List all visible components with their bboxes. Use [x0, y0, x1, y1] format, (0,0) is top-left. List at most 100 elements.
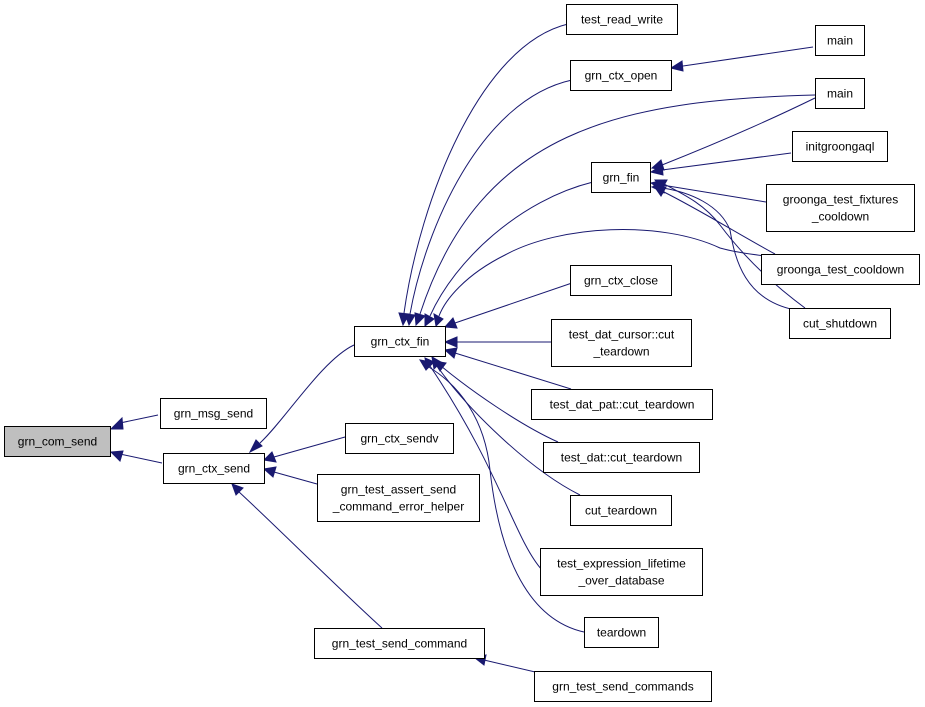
edge-line — [661, 190, 776, 255]
node-label: test_dat_cursor::cut — [569, 328, 675, 342]
node-grn-ctx-send[interactable]: grn_ctx_send — [163, 453, 265, 484]
node-box — [570, 265, 672, 296]
arrowhead — [443, 336, 458, 348]
edge-line — [259, 344, 355, 444]
node-test-read-write[interactable]: test_read_write — [566, 4, 678, 35]
node-label: _over_database — [577, 574, 664, 588]
edge-line — [237, 490, 383, 629]
edge-line — [429, 365, 543, 571]
node-cut-teardown[interactable]: cut_teardown — [570, 495, 672, 526]
node-label: test_read_write — [581, 13, 663, 27]
node-grn-ctx-sendv[interactable]: grn_ctx_sendv — [345, 423, 454, 454]
node-label: grn_ctx_sendv — [360, 432, 438, 446]
call-edge — [262, 436, 346, 463]
edge-line — [273, 471, 318, 485]
arrowhead — [443, 317, 458, 329]
call-edge — [650, 97, 816, 171]
edge-line — [409, 79, 573, 315]
node-box — [345, 423, 454, 454]
node-box — [789, 308, 891, 339]
edge-line — [661, 152, 792, 171]
node-grn-test-assert-send-command-error-helper[interactable]: grn_test_assert_send_command_error_helpe… — [317, 474, 480, 522]
call-edge — [109, 414, 159, 430]
node-label: grn_ctx_open — [585, 69, 658, 83]
node-grn-fin[interactable]: grn_fin — [591, 162, 651, 193]
call-edge — [443, 336, 551, 348]
arrowhead — [248, 439, 263, 454]
edge-line — [119, 414, 159, 424]
node-box — [543, 442, 700, 473]
node-box — [761, 254, 920, 285]
arrowhead — [262, 466, 277, 478]
edge-line — [661, 97, 816, 166]
node-box — [317, 474, 480, 522]
call-edge — [414, 94, 816, 327]
node-box — [531, 389, 713, 420]
edge-line — [273, 436, 346, 458]
node-label: main — [827, 34, 853, 48]
arrowhead — [109, 450, 124, 462]
node-test-expression-lifetime-over-database[interactable]: test_expression_lifetime _over_database — [540, 548, 703, 596]
node-grn-ctx-fin[interactable]: grn_ctx_fin — [354, 326, 446, 357]
node-main-2[interactable]: main — [815, 78, 865, 109]
node-box — [591, 162, 651, 193]
edge-line — [661, 184, 767, 203]
call-edge — [404, 79, 573, 327]
node-label: cut_teardown — [585, 504, 657, 518]
node-groonga-test-fixtures-cooldown[interactable]: groonga_test_fixtures_cooldown — [766, 184, 915, 232]
node-teardown[interactable]: teardown — [584, 617, 659, 648]
node-box — [584, 617, 659, 648]
call-edge — [669, 46, 814, 72]
node-grn-ctx-close[interactable]: grn_ctx_close — [570, 265, 672, 296]
node-cut-shutdown[interactable]: cut_shutdown — [789, 308, 891, 339]
node-label: test_dat::cut_teardown — [561, 451, 682, 465]
arrowhead — [669, 60, 684, 72]
node-box — [534, 671, 712, 702]
node-groonga-test-cooldown[interactable]: groonga_test_cooldown — [761, 254, 920, 285]
node-initgroongaql[interactable]: initgroongaql — [792, 131, 888, 162]
call-edge — [443, 282, 573, 329]
edge-line — [682, 46, 814, 67]
call-edge — [262, 466, 318, 485]
edge-line — [403, 23, 569, 314]
call-edge — [649, 152, 792, 176]
node-box — [551, 319, 692, 367]
arrowhead — [433, 313, 444, 328]
arrowhead — [419, 359, 432, 371]
node-label: _command_error_helper — [332, 500, 464, 514]
call-edge — [424, 357, 543, 571]
node-test-dat-cursor-cut-teardown[interactable]: test_dat_cursor::cut_teardown — [551, 319, 692, 367]
node-grn-test-send-commands[interactable]: grn_test_send_commands — [534, 671, 712, 702]
node-box — [792, 131, 888, 162]
arrowhead — [424, 313, 435, 328]
node-grn-com-send[interactable]: grn_com_send — [4, 426, 111, 457]
arrowhead — [109, 416, 124, 430]
node-grn-msg-send[interactable]: grn_msg_send — [160, 398, 267, 429]
edge-line — [429, 181, 594, 317]
node-box — [766, 184, 915, 232]
node-label: grn_ctx_send — [178, 462, 250, 476]
node-box — [540, 548, 703, 596]
node-test-dat-cut-teardown[interactable]: test_dat::cut_teardown — [543, 442, 700, 473]
node-label: _teardown — [592, 345, 649, 359]
node-label: grn_ctx_close — [584, 274, 658, 288]
node-grn-test-send-command[interactable]: grn_test_send_command — [314, 628, 485, 659]
node-label: main — [827, 87, 853, 101]
node-label: grn_com_send — [18, 435, 97, 449]
edge-line — [454, 352, 572, 390]
node-label: grn_test_send_commands — [552, 680, 693, 694]
arrowhead — [262, 451, 277, 463]
node-label: initgroongaql — [806, 140, 875, 154]
node-label: test_expression_lifetime — [557, 557, 686, 571]
node-label: grn_ctx_fin — [371, 335, 430, 349]
edge-line — [119, 453, 163, 464]
node-grn-ctx-open[interactable]: grn_ctx_open — [570, 60, 672, 91]
node-test-dat-pat-cut-teardown[interactable]: test_dat_pat::cut_teardown — [531, 389, 713, 420]
node-box — [314, 628, 485, 659]
node-box — [815, 78, 865, 109]
arrowhead — [404, 313, 416, 327]
edge-line — [419, 94, 816, 315]
node-box — [4, 426, 111, 457]
node-main-1[interactable]: main — [815, 25, 865, 56]
